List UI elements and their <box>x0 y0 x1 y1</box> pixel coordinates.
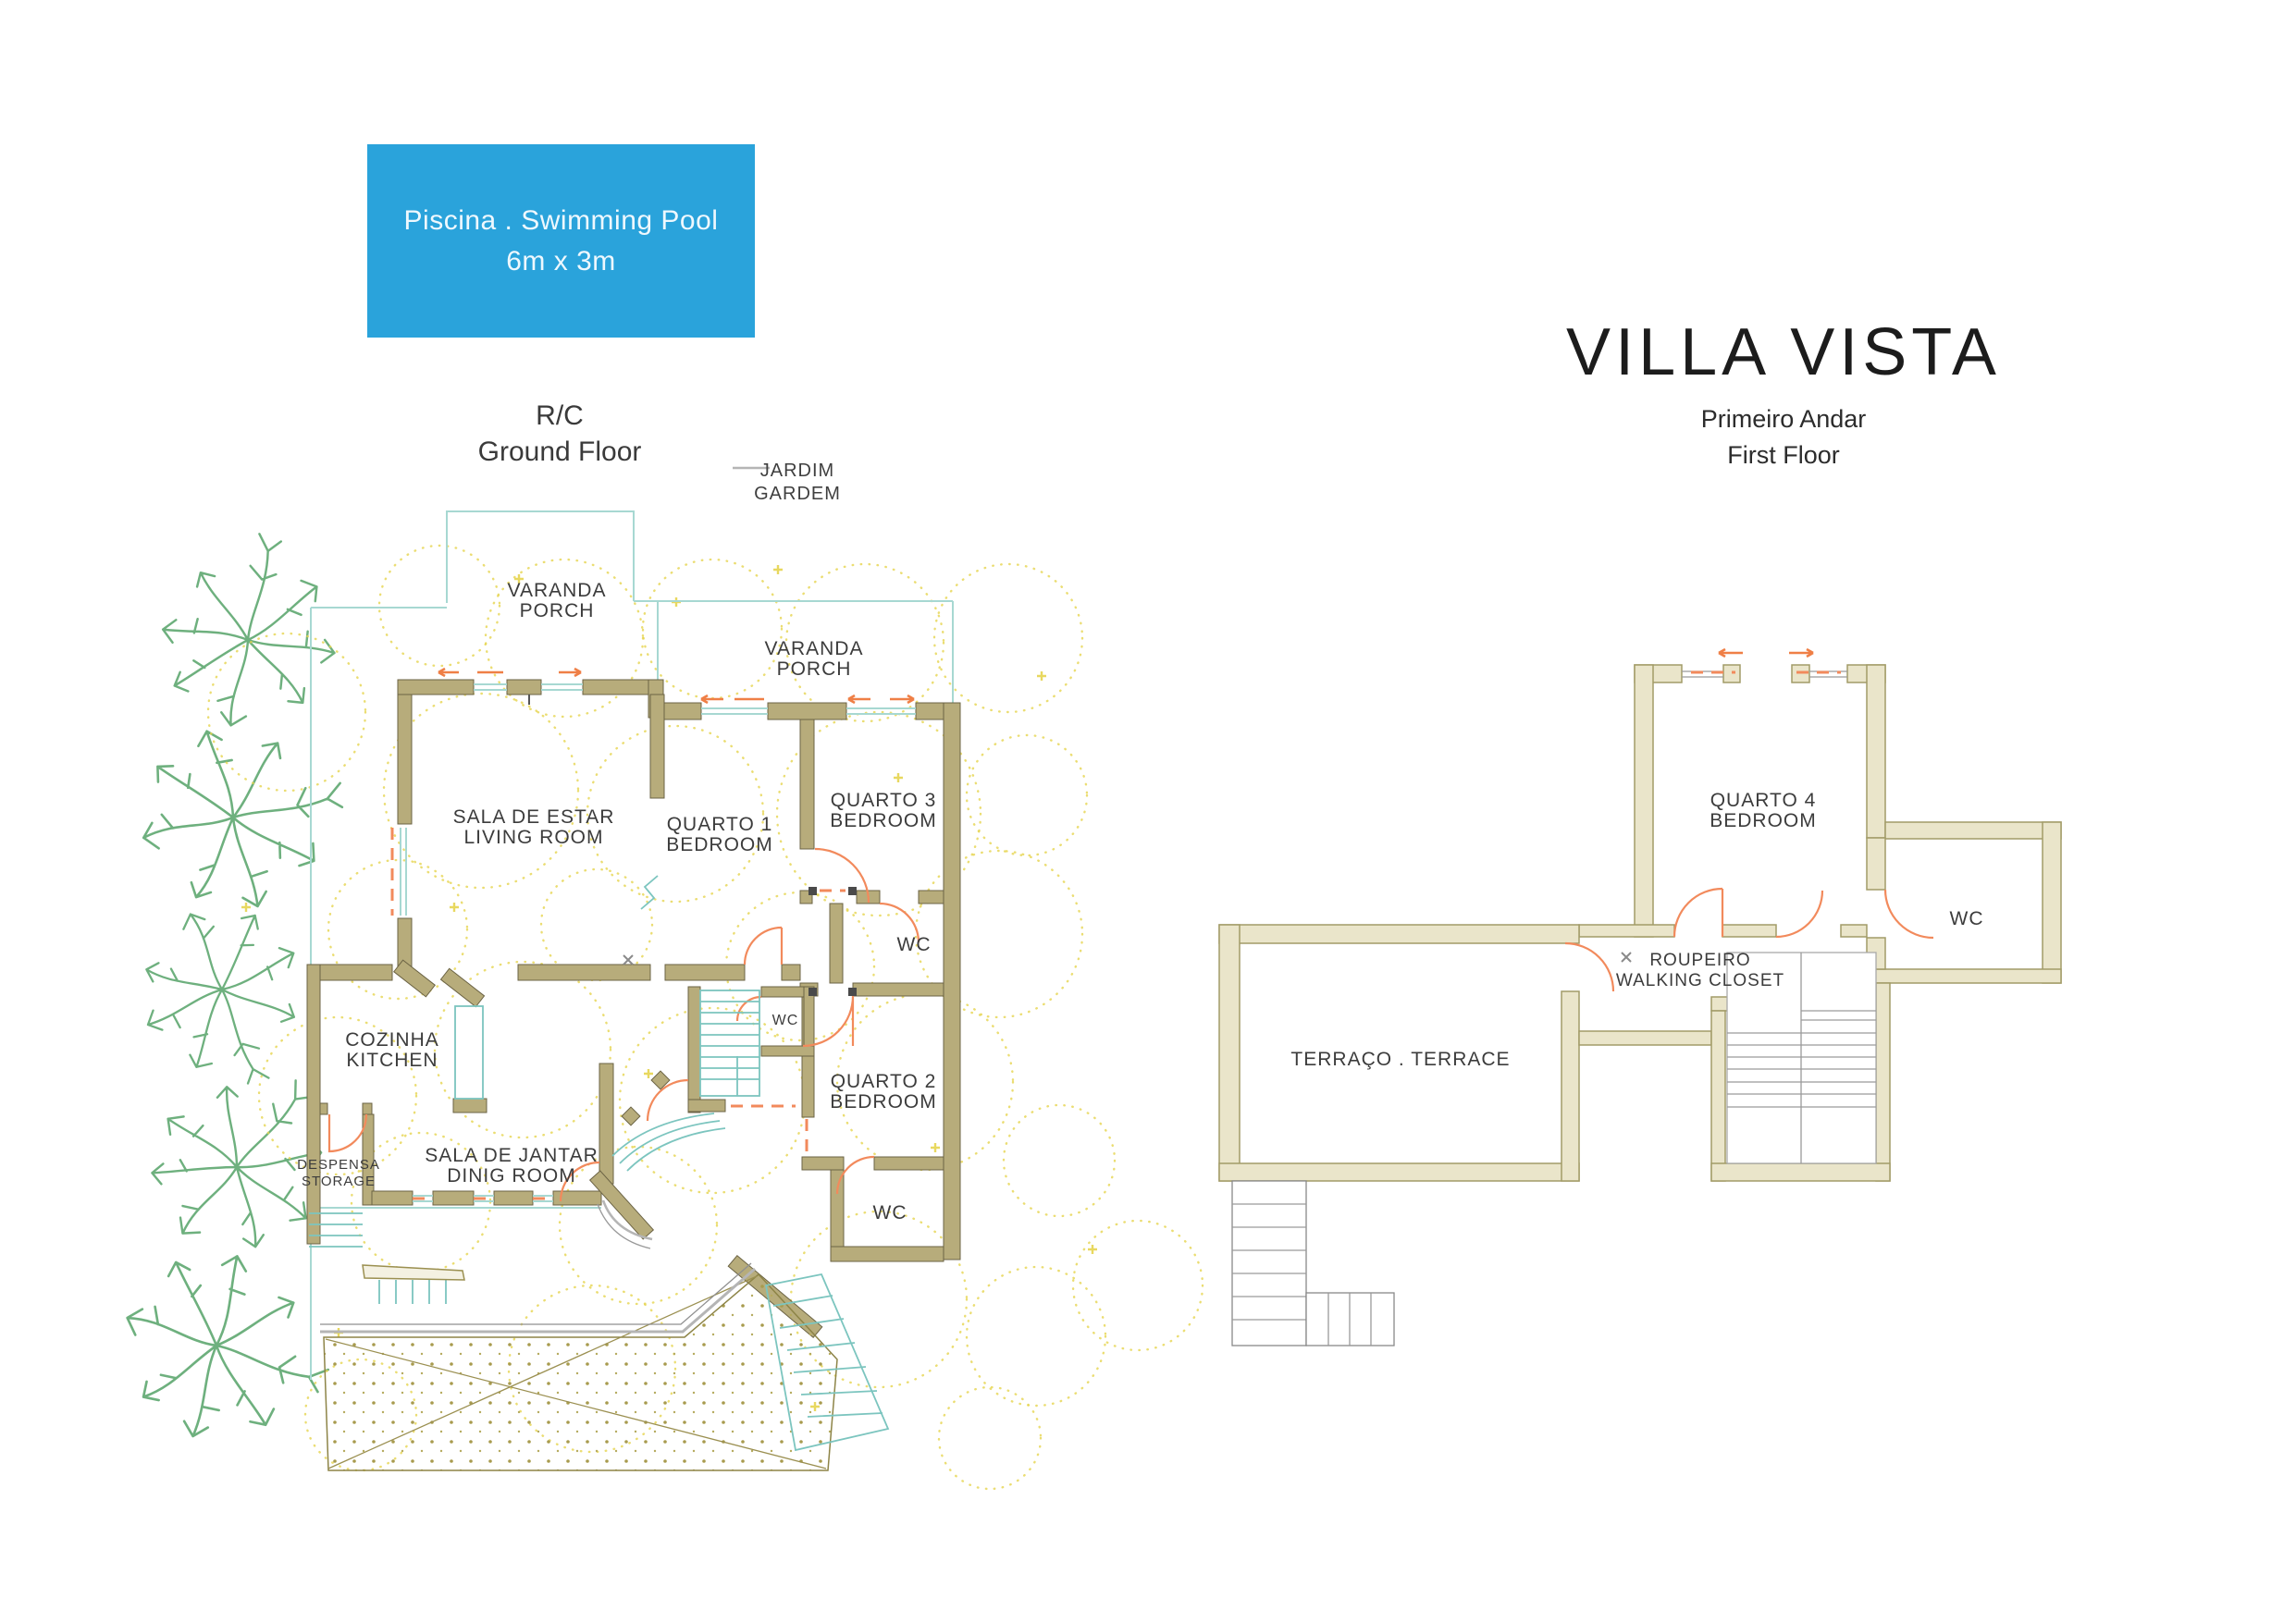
room-label-varanda2-2: PORCH <box>777 658 852 680</box>
room-label-jantar-2: DINIG ROOM <box>447 1165 576 1187</box>
ground-floor-title-pt: R/C <box>536 400 584 431</box>
gf-doors <box>327 847 920 1202</box>
gf-stairs <box>309 875 760 1304</box>
gf-windows <box>390 667 916 1202</box>
room-label-quarto2-2: BEDROOM <box>830 1091 937 1113</box>
ff-stairs <box>1231 952 1877 1346</box>
gf-labels: VARANDA PORCH VARANDA PORCH SALA DE ESTA… <box>297 580 937 1223</box>
garden-label-en: GARDEM <box>754 484 841 504</box>
room-label-quarto4-2: BEDROOM <box>1710 810 1817 831</box>
room-label-quarto3-1: QUARTO 3 <box>831 790 937 811</box>
ff-window-marks <box>1621 647 1847 963</box>
room-label-jantar-1: SALA DE JANTAR <box>425 1145 599 1166</box>
room-label-living-1: SALA DE ESTAR <box>453 806 615 828</box>
ground-floor-title: R/C Ground Floor <box>478 398 642 470</box>
room-label-wc-quarto3: WC <box>897 934 932 955</box>
tree-symbols <box>95 515 371 1473</box>
garden-label: JARDIM GARDEM <box>754 460 841 506</box>
kitchen-island <box>454 1005 484 1100</box>
room-label-quarto2-1: QUARTO 2 <box>831 1071 937 1092</box>
room-label-despensa-2: STORAGE <box>302 1174 376 1189</box>
first-floor-title-block: VILLA VISTA Primeiro Andar First Floor <box>1566 314 2001 473</box>
room-label-quarto4-1: QUARTO 4 <box>1710 790 1817 811</box>
room-label-wc-ff: WC <box>1950 908 1984 929</box>
room-label-roupeiro-1: ROUPEIRO <box>1649 951 1750 970</box>
room-label-cozinha-2: KITCHEN <box>346 1050 438 1071</box>
villa-title: VILLA VISTA <box>1566 315 2001 389</box>
room-label-varanda1-2: PORCH <box>520 600 595 621</box>
room-label-quarto3-2: BEDROOM <box>830 810 937 831</box>
room-label-quarto1-2: BEDROOM <box>666 834 773 855</box>
room-label-wc-bottom: WC <box>873 1202 907 1223</box>
room-label-varanda2-1: VARANDA <box>765 638 864 659</box>
gf-boundary-and-porches <box>310 510 954 1380</box>
ff-walls <box>1218 664 2062 1182</box>
first-floor-subtitle-en: First Floor <box>1727 441 1840 470</box>
room-label-roupeiro-2: WALKING CLOSET <box>1616 971 1784 990</box>
garden-label-pt: JARDIM <box>759 461 835 481</box>
room-label-cozinha-1: COZINHA <box>345 1029 439 1051</box>
pool-label: Piscina . Swimming Pool <box>403 204 719 236</box>
gf-walls <box>306 679 961 1339</box>
pool-size: 6m x 3m <box>506 245 616 277</box>
ff-labels: QUARTO 4 BEDROOM WC ROUPEIRO WALKING CLO… <box>1290 790 1984 1070</box>
room-label-wc-hall: WC <box>772 1013 799 1028</box>
room-label-varanda1-1: VARANDA <box>508 580 607 601</box>
gf-deck <box>320 1262 890 1471</box>
room-label-despensa-1: DESPENSA <box>297 1157 380 1173</box>
ff-doors <box>1564 887 1934 992</box>
first-floor-subtitle-pt: Primeiro Andar <box>1700 405 1867 433</box>
pool-legend: Piscina . Swimming Pool 6m x 3m <box>367 144 755 338</box>
ground-floor-title-en: Ground Floor <box>477 436 642 467</box>
room-label-quarto1-1: QUARTO 1 <box>667 814 773 835</box>
room-label-living-2: LIVING ROOM <box>463 827 603 848</box>
room-label-terraco: TERRAÇO . TERRACE <box>1290 1049 1510 1070</box>
shrub-circles <box>206 544 1204 1491</box>
